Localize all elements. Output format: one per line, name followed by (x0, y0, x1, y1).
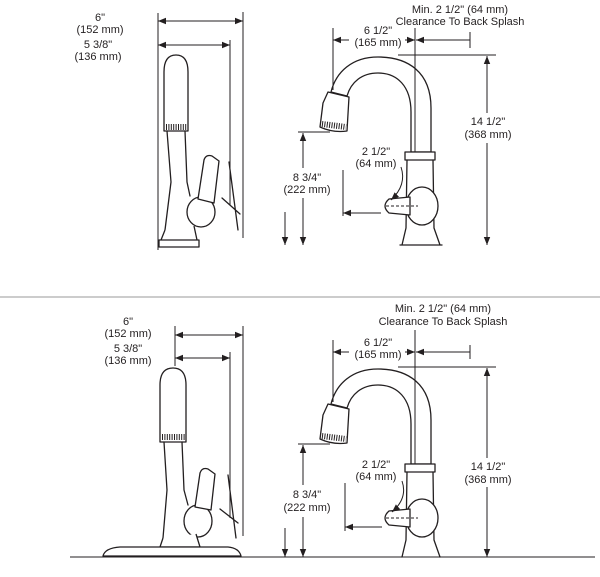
spout-tube (164, 130, 191, 231)
spray-head (159, 367, 187, 443)
spray-head (163, 54, 189, 132)
spray-face-hatch (321, 121, 347, 130)
spout-width-metric: (136 mm) (104, 355, 151, 367)
top-front-view: Min. 2 1/2" (64 mm) Clearance To Back Sp… (281, 4, 525, 246)
body-collar (404, 463, 436, 473)
spray-face-hatch (321, 433, 347, 442)
bottom-panel: 6" (152 mm) 5 3/8" (136 mm) (70, 303, 595, 558)
faucet-body (401, 471, 441, 558)
spout-arch (330, 368, 432, 465)
spout-reach-imperial: 6 1/2" (364, 25, 392, 37)
spout-height-metric: (222 mm) (283, 502, 330, 514)
faucet-base (159, 533, 201, 548)
faucet-body (399, 159, 443, 246)
top-panel: 6" (152 mm) 5 3/8" (136 mm) (74, 4, 524, 250)
spray-head (319, 91, 350, 133)
spout-arch (330, 56, 432, 153)
handle-clearance-metric: (64 mm) (356, 471, 397, 483)
overall-height-imperial: 14 1/2" (471, 461, 506, 473)
clearance-label-line2: Clearance To Back Splash (396, 16, 525, 28)
spout-reach-metric: (165 mm) (354, 349, 401, 361)
handle-outline (219, 474, 239, 539)
spout-width-metric: (136 mm) (74, 51, 121, 63)
spout-height-metric: (222 mm) (283, 184, 330, 196)
overall-width-metric: (152 mm) (76, 24, 123, 36)
handle-clearance-metric: (64 mm) (356, 158, 397, 170)
handle-clearance-imperial: 2 1/2" (362, 146, 390, 158)
handle-knob (405, 186, 439, 226)
spout-width-imperial: 5 3/8" (84, 39, 112, 51)
spout-height-imperial: 8 3/4" (293, 489, 321, 501)
spout-reach-imperial: 6 1/2" (364, 337, 392, 349)
spray-head (319, 403, 350, 445)
top-side-view: 6" (152 mm) 5 3/8" (136 mm) (74, 12, 244, 250)
spout-reach-metric: (165 mm) (354, 37, 401, 49)
spout-height-imperial: 8 3/4" (293, 172, 321, 184)
overall-height-metric: (368 mm) (464, 474, 511, 486)
clearance-label-line2: Clearance To Back Splash (379, 316, 508, 328)
overall-height-metric: (368 mm) (464, 129, 511, 141)
handle-swing-arrow (391, 480, 405, 513)
body-collar (404, 151, 436, 161)
clearance-label-line1: Min. 2 1/2" (64 mm) (412, 4, 508, 16)
spout-tube (162, 441, 189, 539)
deck-plate (102, 546, 242, 557)
front-faucet (319, 368, 441, 558)
faucet-base (158, 225, 200, 248)
handle-lever (197, 154, 220, 204)
bottom-front-view: Min. 2 1/2" (64 mm) Clearance To Back Sp… (281, 303, 512, 558)
handle-swing-arrow (390, 166, 404, 201)
front-faucet (319, 56, 443, 246)
overall-height-imperial: 14 1/2" (471, 116, 506, 128)
overall-width-metric: (152 mm) (104, 328, 151, 340)
handle-outline (221, 161, 241, 231)
bottom-side-view: 6" (152 mm) 5 3/8" (136 mm) (102, 316, 244, 557)
handle-clearance-imperial: 2 1/2" (362, 459, 390, 471)
handle-lever (194, 467, 216, 511)
spout-width-imperial: 5 3/8" (114, 343, 142, 355)
handle-knob (405, 498, 439, 538)
clearance-label-line1: Min. 2 1/2" (64 mm) (395, 303, 491, 315)
overall-width-imperial: 6" (95, 12, 105, 24)
overall-width-imperial: 6" (123, 316, 133, 328)
